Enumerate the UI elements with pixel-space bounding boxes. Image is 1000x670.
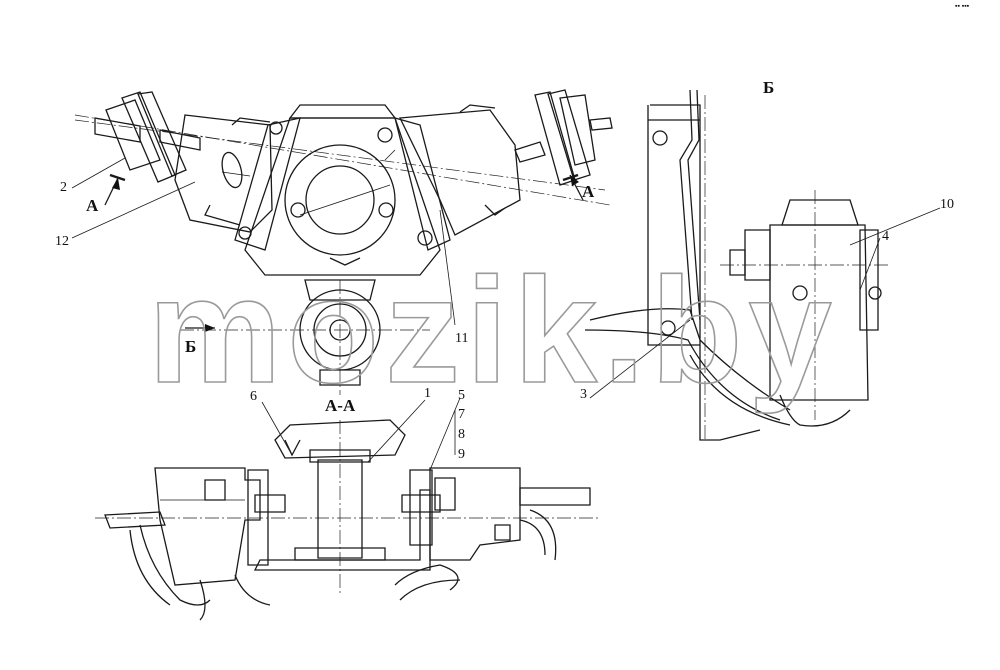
view-label-b: Б: [763, 78, 774, 97]
callout-7: 7: [458, 407, 465, 422]
section-label-aa: А-А: [325, 396, 356, 415]
callout-1: 1: [424, 386, 431, 401]
callout-3: 3: [580, 387, 587, 402]
view-labels: А А Б Б А-А: [86, 78, 774, 415]
top-assembly: [74, 89, 613, 395]
callout-9: 9: [458, 447, 465, 462]
callout-10: 10: [940, 197, 954, 212]
section-aa-assembly: [95, 419, 600, 621]
callout-12: 12: [55, 234, 69, 249]
corner-mark: ▪▪ ▪▪▪: [955, 2, 970, 10]
view-b-assembly: [584, 89, 890, 441]
callouts: 1 2 3 4 5 6 7 8 9 10 11 12: [55, 180, 954, 462]
view-label-b-arrow: Б: [185, 337, 196, 356]
callout-8: 8: [458, 427, 465, 442]
callout-5: 5: [458, 388, 465, 403]
callout-11: 11: [455, 331, 468, 346]
leader-lines: [71, 157, 941, 471]
callout-2: 2: [60, 180, 67, 195]
view-label-a-left: А: [86, 196, 99, 215]
callout-6: 6: [250, 389, 257, 404]
callout-4: 4: [882, 229, 889, 244]
watermark-text: mozik.by: [148, 246, 838, 414]
view-label-a-right: А: [582, 182, 595, 201]
